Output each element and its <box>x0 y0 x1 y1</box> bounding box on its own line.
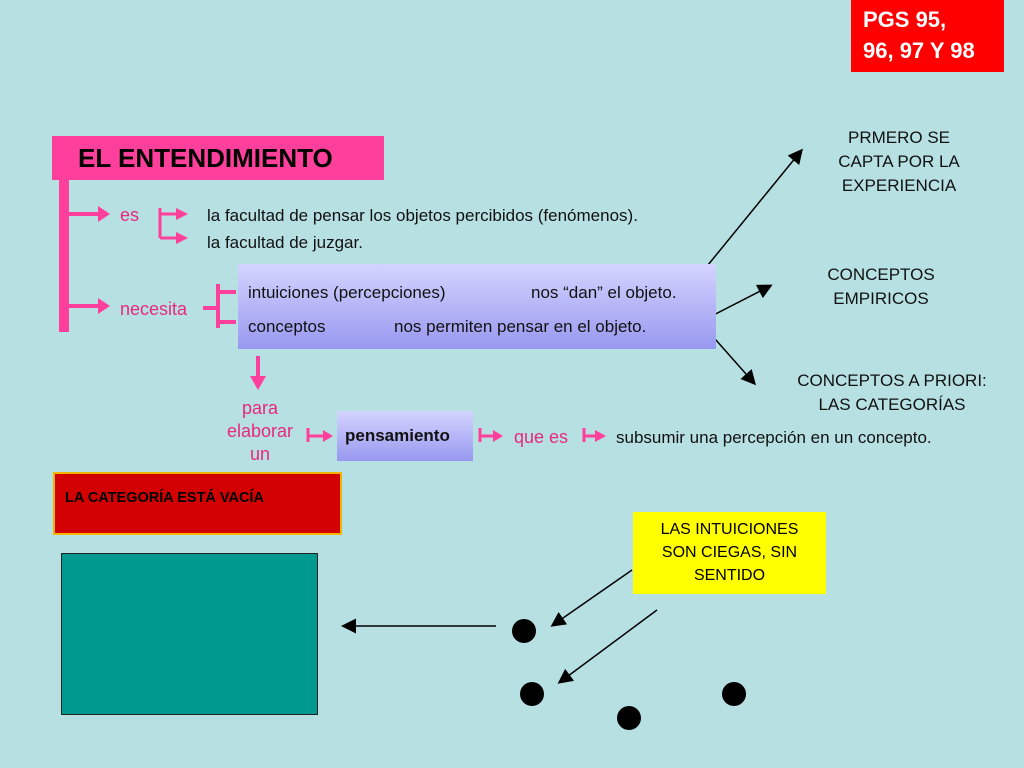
pages-label-line2: 96, 97 Y 98 <box>863 38 975 63</box>
pages-label: PGS 95, 96, 97 Y 98 <box>851 0 1004 72</box>
dot-1 <box>512 619 536 643</box>
note-empiricos: CONCEPTOS EMPIRICOS <box>827 265 935 308</box>
main-bracket <box>59 178 69 332</box>
necesita-box: intuiciones (percepciones) nos “dan” el … <box>238 264 716 349</box>
main-title: EL ENTENDIMIENTO <box>52 136 384 180</box>
arrow-to-experiencia <box>698 148 803 277</box>
pensamiento-box: pensamiento <box>337 411 473 461</box>
dan-objeto-text: nos “dan” el objeto. <box>531 283 677 302</box>
note-apriori: CONCEPTOS A PRIORI: LAS CATEGORÍAS <box>797 371 987 414</box>
categoria-vacia-box: LA CATEGORÍA ESTÁ VACÍA <box>53 472 342 535</box>
pensar-objeto-text: nos permiten pensar en el objeto. <box>394 317 647 336</box>
intuiciones-ciegas-box: LAS INTUICIONES SON CIEGAS, SIN SENTIDO <box>633 512 826 594</box>
dot-3 <box>617 706 641 730</box>
es-label: es <box>120 205 140 225</box>
arrow-from-yellow-1 <box>550 569 633 627</box>
subsumir-definition: subsumir una percepción en un concepto. <box>616 428 932 447</box>
arrow-from-yellow-2 <box>557 609 658 684</box>
dot-4 <box>722 682 746 706</box>
note-experiencia: PRMERO SE CAPTA POR LA EXPERIENCIA <box>838 128 960 195</box>
pages-label-line1: PGS 95, <box>863 7 947 32</box>
es-fork <box>158 208 176 240</box>
que-es-label: que es <box>514 427 569 447</box>
es-definition-1: la facultad de pensar los objetos percib… <box>207 206 638 225</box>
es-definition-2: la facultad de juzgar. <box>207 233 363 252</box>
necesita-bracket <box>203 284 236 328</box>
necesita-label: necesita <box>120 299 188 319</box>
intuiciones-text: intuiciones (percepciones) <box>248 283 446 302</box>
conceptos-text: conceptos <box>248 317 326 336</box>
dot-2 <box>520 682 544 706</box>
para-elaborar-label: para elaborar un <box>226 398 294 464</box>
teal-box <box>61 553 318 715</box>
